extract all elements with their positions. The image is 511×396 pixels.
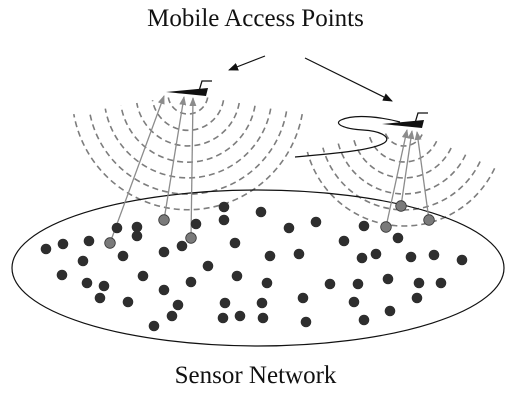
sensor-node	[77, 255, 89, 267]
sensor-node	[81, 277, 93, 289]
sensor-node	[293, 248, 305, 260]
sensor-node	[428, 249, 440, 261]
sensor-node	[56, 269, 68, 281]
sensor-node	[382, 273, 394, 285]
relay-sensor-node	[423, 214, 435, 226]
sensor-nodes	[40, 200, 468, 332]
signal-waves-left	[73, 97, 303, 211]
sensor-node	[256, 297, 268, 309]
sensor-network-field	[11, 189, 505, 347]
sensor-node	[131, 221, 143, 233]
sensor-node	[219, 297, 231, 309]
signal-wave-arc	[167, 97, 209, 115]
sensor-node	[352, 278, 364, 290]
signal-wave-arc	[88, 111, 288, 195]
sensor-node	[83, 235, 95, 247]
sensor-node	[158, 284, 170, 296]
mobile-access-point-left	[166, 80, 212, 96]
sensor-node	[413, 277, 425, 289]
mobile-access-point-right	[382, 112, 428, 128]
sensor-node	[338, 235, 350, 247]
sensor-node	[202, 260, 214, 272]
sensor-node	[234, 310, 246, 322]
sensor-node	[185, 276, 197, 288]
sensor-node	[358, 314, 370, 326]
sensor-node	[172, 299, 184, 311]
diagram-title: Mobile Access Points	[147, 5, 364, 32]
sensor-node	[158, 246, 170, 258]
sensor-node	[231, 270, 243, 282]
sensor-node	[370, 248, 382, 260]
uplink-arrow	[385, 129, 409, 228]
sensor-node	[218, 201, 230, 213]
uplink-arrow	[163, 96, 187, 221]
sensor-node	[40, 243, 52, 255]
signal-wave-arc	[337, 143, 467, 195]
sensor-node	[283, 222, 295, 234]
sensor-node	[98, 280, 110, 292]
signal-wave-arc	[73, 113, 303, 211]
sensor-node	[190, 218, 202, 230]
sensor-node	[358, 220, 370, 232]
sensor-node	[405, 251, 417, 263]
sensor-node	[456, 254, 468, 266]
relay-sensor-node	[185, 232, 197, 244]
signal-wave-arc	[306, 151, 496, 227]
sensor-node	[300, 316, 312, 328]
relay-sensor-node	[104, 237, 116, 249]
uplink-arrows	[109, 95, 430, 244]
uplink-arrow	[414, 131, 430, 221]
sensor-node	[297, 292, 309, 304]
aircraft-icon	[166, 80, 212, 96]
uplink-arrow	[109, 95, 165, 244]
sensor-node	[111, 222, 123, 234]
signal-wave-arc	[104, 108, 272, 179]
relay-sensor-node	[158, 214, 170, 226]
sensor-node	[218, 214, 230, 226]
relay-sensor-node	[380, 221, 392, 233]
sensor-node	[392, 232, 404, 244]
sensor-node	[137, 270, 149, 282]
signal-wave-arc	[353, 139, 452, 179]
sensor-node	[261, 277, 273, 289]
flight-path	[294, 115, 401, 158]
sensor-node	[310, 216, 322, 228]
signal-wave-arc	[368, 135, 438, 163]
title-arrow-right	[304, 57, 393, 102]
sensor-node	[435, 277, 447, 289]
signal-waves-right	[306, 130, 496, 227]
sensor-node	[57, 238, 69, 250]
sensor-node	[356, 252, 368, 264]
sensor-node	[148, 320, 160, 332]
sensor-node	[257, 312, 269, 324]
sensor-node	[348, 296, 360, 308]
sensor-node	[176, 240, 188, 252]
sensor-node	[411, 292, 423, 304]
sensor-node	[264, 250, 276, 262]
signal-wave-arc	[120, 105, 256, 163]
uplink-arrow	[400, 130, 415, 207]
sensor-node	[229, 237, 241, 249]
sensor-node	[94, 292, 106, 304]
sensor-node	[384, 305, 396, 317]
signal-wave-arc	[151, 100, 225, 132]
sensor-node	[166, 310, 178, 322]
uplink-arrow	[189, 97, 197, 239]
sensor-node	[255, 206, 267, 218]
sensor-node	[117, 250, 129, 262]
aircraft-icon	[382, 112, 428, 128]
relay-sensor-node	[395, 200, 407, 212]
title-arrow-left	[228, 55, 266, 71]
sensor-node	[217, 312, 229, 324]
sensor-node	[324, 278, 336, 290]
sensor-network-label: Sensor Network	[174, 362, 337, 389]
signal-wave-arc	[136, 102, 240, 147]
sensor-node	[122, 296, 134, 308]
sensor-node	[131, 230, 143, 242]
